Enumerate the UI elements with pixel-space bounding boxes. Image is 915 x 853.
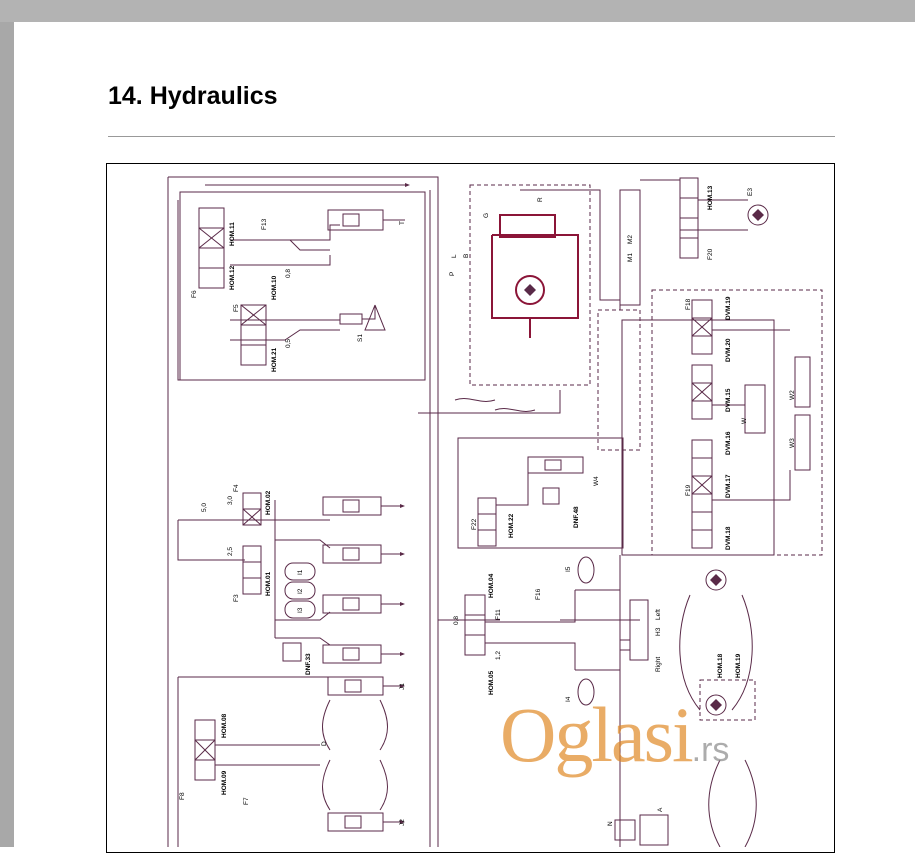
- label-h3: H3: [655, 627, 662, 636]
- label-dvm18: DVM.18: [725, 526, 732, 550]
- label-hom22: HOM.22: [508, 513, 515, 538]
- label-e3: E3: [747, 188, 754, 196]
- label-right: Right: [655, 657, 662, 672]
- label-dvm17: DVM.17: [725, 474, 732, 498]
- label-b: B: [463, 254, 470, 258]
- label-hom21: HOM.21: [271, 347, 278, 372]
- label-hom09: HOM.09: [221, 770, 228, 795]
- label-n: N: [607, 821, 614, 826]
- label-f16: F16: [535, 588, 542, 600]
- label-dvm19: DVM.19: [725, 296, 732, 320]
- label-w: W: [741, 417, 748, 424]
- label-f7: F7: [243, 797, 250, 805]
- label-v50: 5,0: [201, 503, 208, 512]
- label-f13: F13: [261, 218, 268, 230]
- label-dnf48: DNF.48: [573, 506, 580, 528]
- label-w3: W3: [789, 438, 796, 448]
- label-dvm16: DVM.16: [725, 431, 732, 455]
- label-i1: I1: [297, 569, 304, 575]
- label-v05: 0,5: [285, 339, 292, 348]
- label-f22: F22: [471, 518, 478, 530]
- label-i3: I3: [297, 607, 304, 613]
- label-i4: I4: [565, 696, 572, 702]
- label-w2: W2: [789, 390, 796, 400]
- label-hom02: HOM.02: [265, 490, 272, 515]
- label-j1: J1: [399, 683, 406, 690]
- label-hom11: HOM.11: [229, 222, 236, 246]
- title-rule: [108, 136, 835, 137]
- label-hom19: HOM.19: [735, 653, 742, 678]
- label-hom13: HOM.13: [707, 185, 714, 210]
- label-r: R: [537, 197, 544, 202]
- watermark-brand: Oglasi: [500, 691, 694, 778]
- label-i2: I2: [297, 588, 304, 594]
- label-f6: F6: [191, 290, 198, 298]
- label-v08a: 0,8: [285, 269, 292, 278]
- label-v08b: 0,8: [453, 616, 460, 625]
- top-bar: [0, 0, 915, 22]
- label-w4: W4: [593, 476, 600, 486]
- label-hom08: HOM.08: [221, 713, 228, 738]
- label-f3: F3: [233, 594, 240, 602]
- label-f8: F8: [179, 792, 186, 800]
- label-m1: M1: [627, 253, 634, 262]
- label-f4: F4: [233, 484, 240, 492]
- label-v30: 3,0: [227, 496, 234, 505]
- label-hom01: HOM.01: [265, 571, 272, 596]
- label-left: Left: [655, 609, 662, 620]
- label-dvm20: DVM.20: [725, 338, 732, 362]
- trunk-center: [168, 176, 439, 847]
- label-a: A: [657, 807, 664, 812]
- label-s1: S1: [357, 334, 364, 342]
- label-f20: F20: [707, 248, 714, 260]
- page-title: 14. Hydraulics: [108, 82, 278, 110]
- label-g: G: [483, 213, 490, 218]
- watermark-tld: .rs: [691, 731, 730, 769]
- label-hom05: HOM.05: [488, 670, 495, 695]
- label-v12: 1,2: [495, 651, 502, 660]
- label-j2: J2: [399, 819, 406, 826]
- label-hom18: HOM.18: [717, 653, 724, 678]
- label-l: L: [451, 254, 458, 258]
- label-f11: F11: [495, 609, 502, 620]
- label-f5: F5: [233, 304, 240, 312]
- label-hom12: HOM.12: [229, 265, 236, 290]
- label-v25: 2,5: [227, 547, 234, 556]
- label-p: P: [449, 272, 456, 276]
- label-hom04: HOM.04: [488, 573, 495, 598]
- label-t: T: [399, 221, 406, 225]
- watermark-logo: Oglasi.rs: [500, 690, 729, 780]
- label-dnf33: DNF.33: [305, 653, 312, 675]
- label-d: D: [321, 741, 328, 746]
- label-i5: I5: [565, 566, 572, 572]
- label-f18: F18: [685, 298, 692, 310]
- label-m2: M2: [627, 235, 634, 244]
- label-hom10: HOM.10: [271, 275, 278, 300]
- label-f19: F19: [685, 484, 692, 496]
- label-dvm15: DVM.15: [725, 388, 732, 412]
- left-bar: [0, 22, 14, 847]
